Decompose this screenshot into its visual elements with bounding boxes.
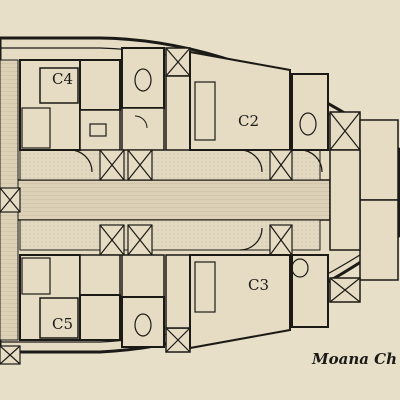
wardrobe-2: [79, 294, 121, 341]
bow-bath: [329, 149, 361, 251]
upper-locker: [165, 75, 191, 151]
corridor-crates: [0, 149, 293, 256]
toilet-icon: [291, 258, 309, 278]
crate-icon: [165, 47, 191, 77]
crate-icon: [0, 345, 21, 365]
boat-name-caption: Moana Ch: [312, 350, 398, 368]
sink-icon: [89, 123, 107, 137]
cabin-c3-bed: [194, 261, 216, 313]
cabin-label-c2: C2: [238, 112, 259, 130]
cabin-c4-bed: [39, 67, 79, 104]
toilet-icon: [134, 313, 152, 337]
door-swing-icon: [134, 115, 148, 129]
bow-cabin-upper: [359, 119, 399, 201]
crate-icon: [329, 111, 361, 151]
bow-cabin-lower: [359, 199, 399, 281]
cabin-c2-bed: [194, 81, 216, 141]
cabin-c2-bath: [291, 73, 329, 151]
upper-bath-2: [121, 107, 165, 151]
wardrobe-2: [79, 109, 121, 151]
upper-bath-1: [121, 47, 165, 109]
wardrobe: [79, 254, 121, 296]
corridor: [0, 179, 331, 221]
cabin-c5-bath: [21, 257, 51, 295]
lower-locker: [165, 254, 191, 329]
door-swing-icon: [299, 149, 323, 173]
cabin-label-c3: C3: [248, 276, 269, 294]
lower-bath-2: [121, 296, 165, 348]
cabin-c3-bath: [291, 254, 329, 328]
cabin-label-c4: C4: [52, 70, 73, 88]
door-swing-icon: [239, 149, 263, 173]
crate-icon: [329, 277, 361, 303]
toilet-icon: [134, 68, 152, 92]
toilet-icon: [299, 112, 317, 136]
cabin-c5-bed: [39, 297, 79, 339]
lower-bath-1: [121, 254, 165, 298]
door-swing-icon: [69, 149, 93, 173]
door-swing-icon: [239, 227, 263, 251]
cabin-label-c5: C5: [52, 315, 73, 333]
wardrobe: [79, 59, 121, 111]
cabin-c4-bath: [21, 107, 51, 149]
crate-icon: [165, 327, 191, 353]
